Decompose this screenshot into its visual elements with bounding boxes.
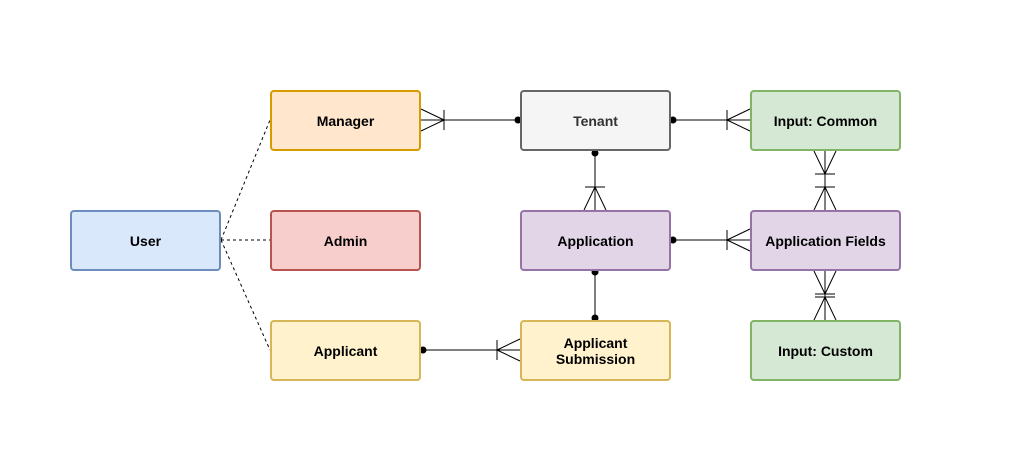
entity-admin[interactable]: Admin	[270, 210, 421, 271]
edge-application-submission	[591, 268, 599, 322]
entity-input-common[interactable]: Input: Common	[750, 90, 901, 151]
edge-user-manager	[220, 119, 271, 241]
entity-manager[interactable]: Manager	[270, 90, 421, 151]
edge-tenant-manager	[420, 108, 522, 132]
edge-tenant-application	[583, 149, 607, 211]
edge-application-fields	[669, 228, 751, 252]
entity-user[interactable]: User	[70, 210, 221, 271]
entity-application-fields[interactable]: Application Fields	[750, 210, 901, 271]
edge-applicant-submission	[419, 338, 521, 362]
entity-applicant-submission[interactable]: Applicant Submission	[520, 320, 671, 381]
edge-input-common-fields	[813, 150, 837, 211]
entity-applicant[interactable]: Applicant	[270, 320, 421, 381]
entity-input-custom[interactable]: Input: Custom	[750, 320, 901, 381]
entity-application[interactable]: Application	[520, 210, 671, 271]
edge-user-applicant	[220, 239, 271, 351]
entity-tenant[interactable]: Tenant	[520, 90, 671, 151]
edge-tenant-input-common	[669, 108, 751, 132]
edge-fields-input-custom	[813, 270, 837, 321]
